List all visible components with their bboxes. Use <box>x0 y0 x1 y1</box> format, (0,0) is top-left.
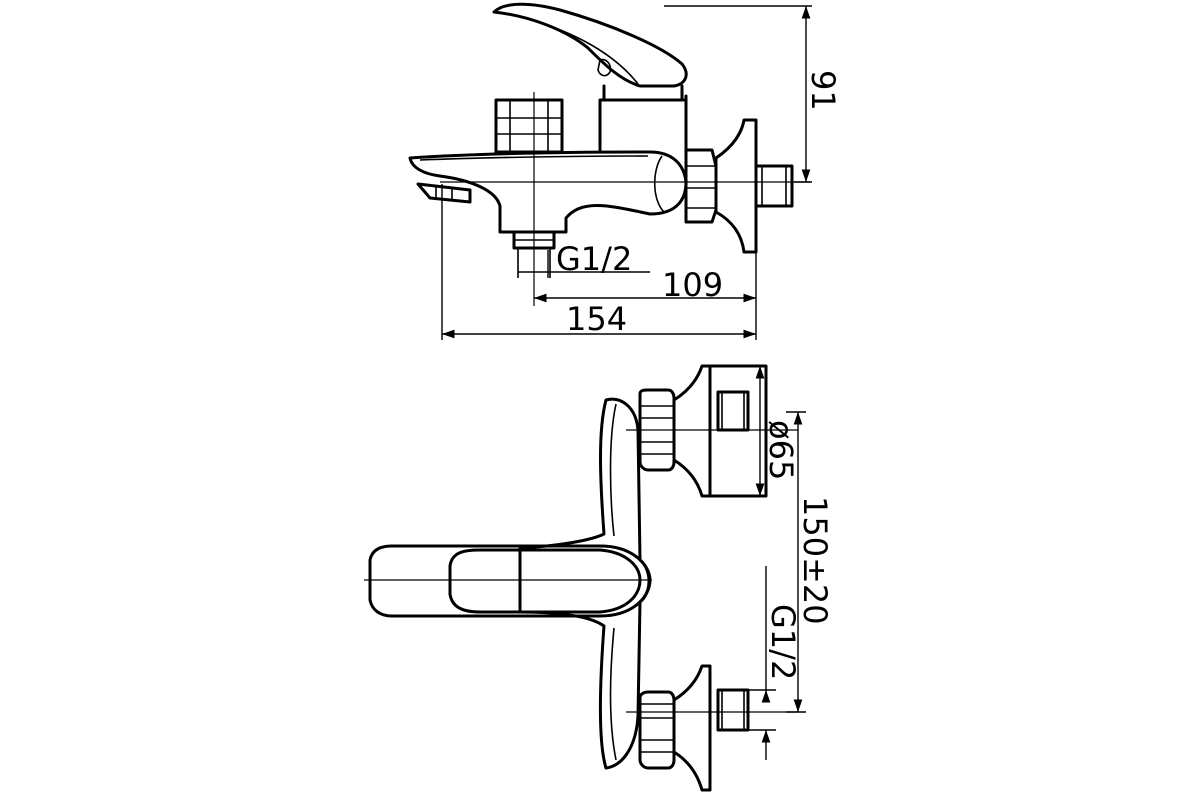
diverter-knob <box>494 98 564 154</box>
cartridge-body <box>598 94 688 154</box>
lever-handle-side <box>492 2 688 88</box>
connection-nut-side <box>684 148 718 224</box>
dim-thread-top: G1/2 <box>764 604 802 680</box>
eccentric-connector <box>754 164 794 208</box>
lower-connection <box>638 664 750 792</box>
dim-height-91: 91 <box>804 70 842 111</box>
top-view: ø65 150±20 G1/2 <box>364 364 834 792</box>
upper-connection <box>638 364 768 498</box>
side-view: G1/2 109 154 91 <box>408 2 842 340</box>
dim-spacing-150: 150±20 <box>796 496 834 625</box>
dim-thread-side: G1/2 <box>556 240 632 278</box>
dim-width-154: 154 <box>566 300 627 338</box>
lever-handle-top <box>368 544 652 618</box>
mixer-body-side <box>408 150 688 234</box>
dim-axis-109: 109 <box>662 266 723 304</box>
spout-nozzle <box>416 182 472 204</box>
mixer-body-top <box>518 397 651 770</box>
dim-diameter-65: ø65 <box>762 420 800 480</box>
wall-flange-side <box>714 118 758 254</box>
